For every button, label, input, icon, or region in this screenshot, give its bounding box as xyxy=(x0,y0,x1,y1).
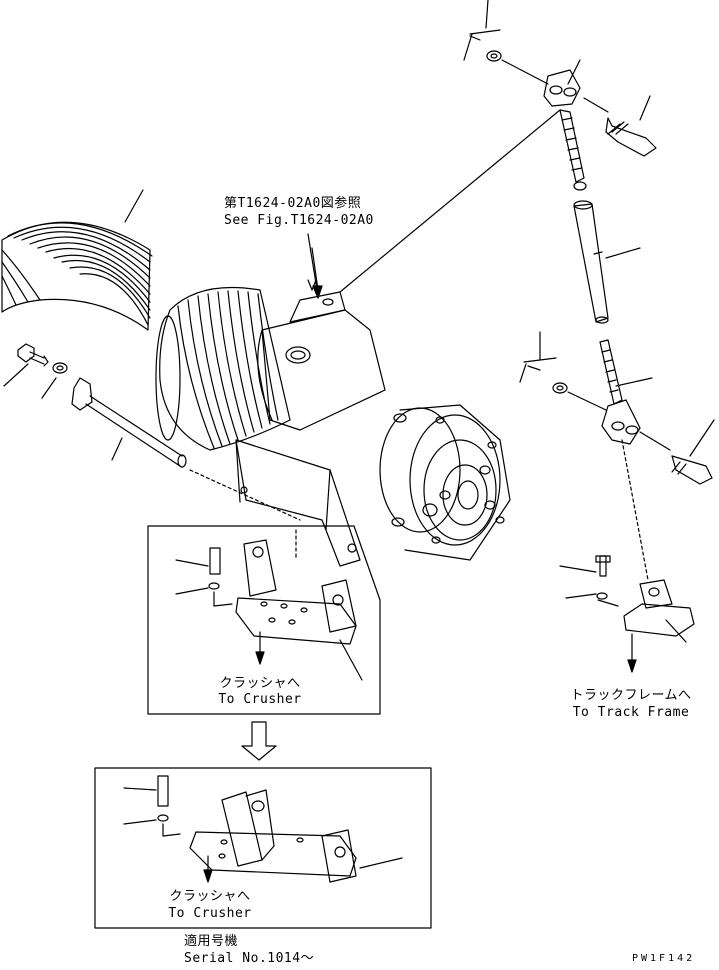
crusher-box-upper xyxy=(147,525,381,715)
crusher-box-lower xyxy=(94,767,432,929)
center-tube xyxy=(573,200,641,324)
track-frame-label-en: To Track Frame xyxy=(572,705,690,720)
left-bolt-nut-pin xyxy=(3,343,301,521)
crusher-label-lower-en: To Crusher xyxy=(168,906,252,921)
applicability-jp: 適用号機 xyxy=(184,934,239,949)
track-frame-label-jp: トラックフレームへ xyxy=(570,688,692,703)
drawing-code: PW1F142 xyxy=(632,953,696,964)
motor-assembly xyxy=(155,247,511,567)
replacement-arrow xyxy=(241,721,277,761)
crusher-label-upper-en: To Crusher xyxy=(218,692,302,707)
reference-note-jp: 第T1624-02A0図参照 xyxy=(224,196,362,211)
crusher-label-upper-jp: クラッシャへ xyxy=(219,676,301,691)
track-frame-bracket xyxy=(559,555,695,673)
upper-linkage xyxy=(463,0,657,191)
crusher-label-lower-jp: クラッシャへ xyxy=(169,889,251,904)
linkage-leader xyxy=(339,109,561,293)
lower-linkage xyxy=(519,331,715,581)
hose-part xyxy=(1,189,153,331)
applicability-en: Serial No.1014～ xyxy=(184,951,315,966)
reference-note-en: See Fig.T1624-02A0 xyxy=(224,213,374,228)
reference-leader xyxy=(307,233,323,299)
